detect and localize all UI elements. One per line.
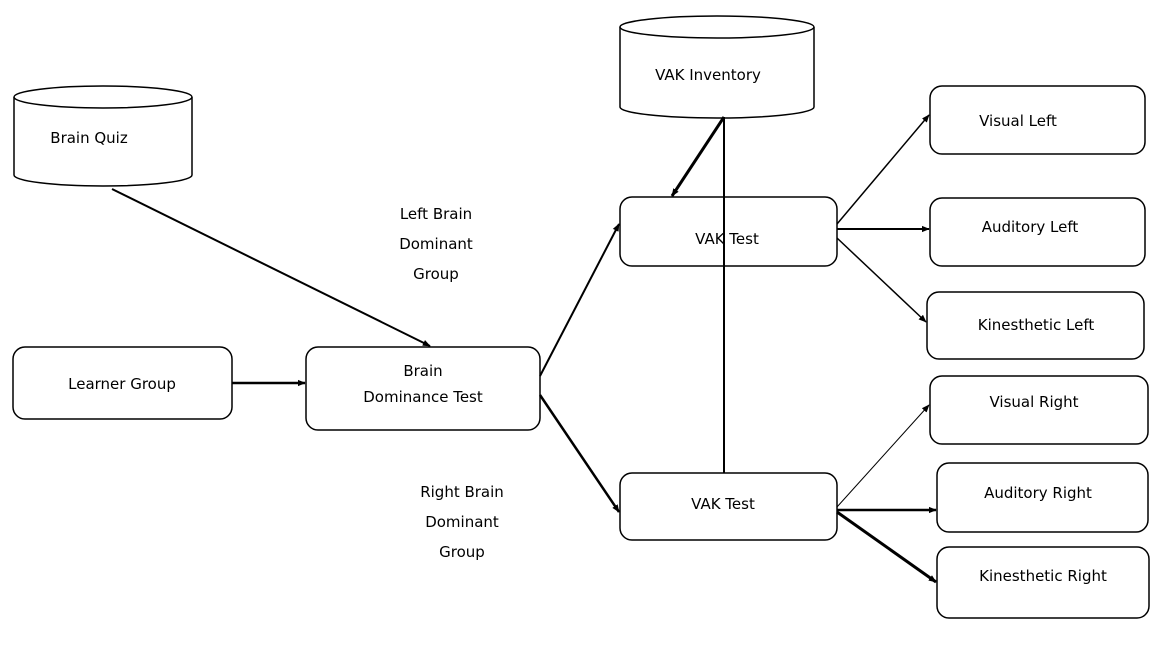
learner-group-label: Learner Group xyxy=(68,375,176,393)
kinesthetic-left-box xyxy=(926,291,1145,360)
brain-dominance-test-label: Brain Dominance Test xyxy=(363,358,483,410)
left-brain-group-line-1: Left Brain xyxy=(399,205,473,223)
kinesthetic-right-label: Kinesthetic Right xyxy=(979,567,1107,585)
visual-right-label: Visual Right xyxy=(989,393,1079,411)
right-brain-group-line-3: Group xyxy=(439,543,485,561)
visual-left-label: Visual Left xyxy=(979,112,1057,130)
brain-quiz-label: Brain Quiz xyxy=(50,129,128,147)
auditory-left-box xyxy=(929,197,1146,267)
edge-vak-right-to-kinesthetic-right xyxy=(836,510,937,584)
right-brain-group-line-1: Right Brain xyxy=(420,483,504,501)
brain-dominance-test-box xyxy=(305,346,541,431)
edge-vak-left-to-visual-left xyxy=(836,114,930,225)
brain-quiz-database xyxy=(13,85,193,187)
vak-inventory-label: VAK Inventory xyxy=(655,66,761,84)
left-brain-group-line-2: Dominant xyxy=(399,235,473,253)
brain-dominance-test-line-1: Brain xyxy=(403,362,443,380)
left-brain-group-line-3: Group xyxy=(413,265,459,283)
kinesthetic-left-label: Kinesthetic Left xyxy=(977,316,1095,334)
edge-vak-inventory-to-vak-test xyxy=(670,116,726,197)
right-brain-group-line-2: Dominant xyxy=(425,513,499,531)
edge-vak-left-to-kinesthetic-left xyxy=(836,237,927,323)
auditory-right-label: Auditory Right xyxy=(984,484,1092,502)
vak-test-left-box xyxy=(619,196,838,267)
vak-test-right-label: VAK Test xyxy=(691,495,755,513)
vak-inventory-database xyxy=(619,15,815,119)
edge-vak-right-to-visual-right xyxy=(836,404,930,508)
edge-dominance-to-vak-left xyxy=(539,223,620,377)
edge-dominance-to-vak-right xyxy=(538,394,621,513)
right-brain-group-label: Right Brain Dominant Group xyxy=(420,477,504,567)
auditory-left-label: Auditory Left xyxy=(981,218,1079,236)
left-brain-group-label: Left Brain Dominant Group xyxy=(399,199,473,289)
vak-test-left-label: VAK Test xyxy=(695,230,759,248)
edge-brain-quiz-to-dominance-test xyxy=(111,188,431,347)
visual-left-box xyxy=(929,85,1146,155)
kinesthetic-right-box xyxy=(936,546,1150,619)
visual-right-box xyxy=(929,375,1149,445)
auditory-right-box xyxy=(936,462,1149,533)
brain-dominance-test-line-2: Dominance Test xyxy=(363,388,483,406)
